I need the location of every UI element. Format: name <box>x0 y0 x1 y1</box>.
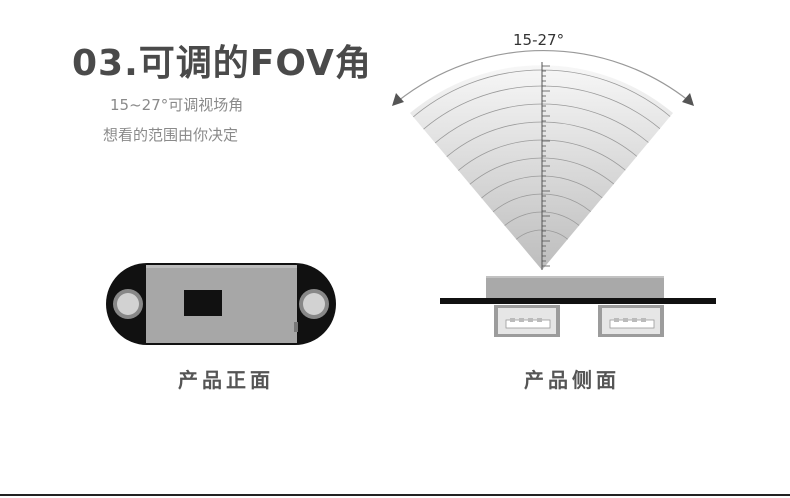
fov-cone <box>410 62 673 271</box>
caption-front-view: 产品正面 <box>178 368 274 392</box>
arrow-left-icon <box>392 93 404 106</box>
fov-angle-label: 15-27° <box>513 31 565 49</box>
fov-arrow-arc <box>392 50 694 106</box>
subtitle-description: 想看的范围由你决定 <box>103 126 239 144</box>
subtitle-fov-range: 15~27°可调视场角 <box>110 96 244 114</box>
caption-side-view: 产品侧面 <box>524 368 620 392</box>
bottom-divider <box>0 494 790 496</box>
product-side-view <box>440 276 716 337</box>
sensor-window <box>184 290 222 316</box>
page-title: 03.可调的FOV角 <box>72 43 372 84</box>
arrow-right-icon <box>682 93 694 106</box>
product-front-view <box>106 263 336 345</box>
